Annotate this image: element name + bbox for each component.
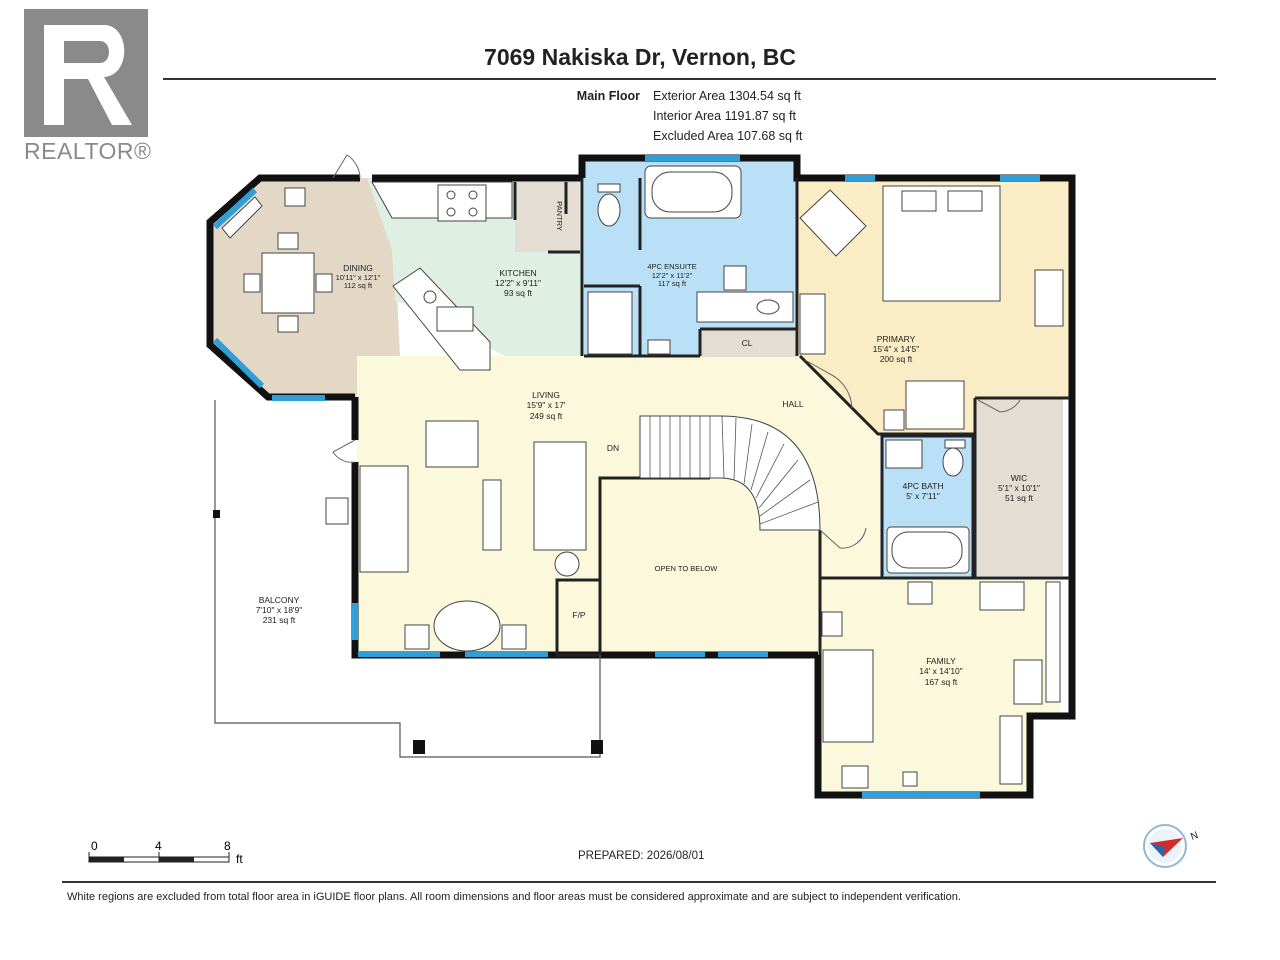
- kitchen-dims: 12'2" x 9'11": [495, 278, 541, 288]
- hall-name: HALL: [782, 399, 804, 409]
- family-dims: 14' x 14'10": [919, 666, 963, 676]
- room-labels: DINING 10'11" x 12'1" 112 sq ft KITCHEN …: [256, 201, 1040, 687]
- dining-area: 112 sq ft: [344, 281, 373, 290]
- compass-icon: N: [1143, 824, 1200, 868]
- scale-tick-8: 8: [224, 839, 231, 853]
- compass-north-label: N: [1189, 830, 1200, 843]
- kitchen-name: KITCHEN: [499, 268, 536, 278]
- kitchen-area: 93 sq ft: [504, 288, 533, 298]
- balcony-area: 231 sq ft: [263, 615, 296, 625]
- header-divider: [163, 78, 1216, 80]
- scale-unit: ft: [236, 852, 243, 866]
- realtor-logo-icon: [24, 9, 148, 137]
- floor-label: Main Floor: [576, 89, 640, 103]
- balcony-dims: 7'10" x 18'9": [256, 605, 303, 615]
- balcony-name: BALCONY: [259, 595, 300, 605]
- room-primary-fill: [797, 178, 1070, 436]
- dining-dims: 10'11" x 12'1": [336, 273, 381, 282]
- ensuite-dims: 12'2" x 11'2": [652, 271, 693, 280]
- exterior-area: Exterior Area 1304.54 sq ft: [653, 89, 802, 103]
- primary-dims: 15'4" x 14'5": [873, 344, 920, 354]
- disclaimer-text: White regions are excluded from total fl…: [67, 891, 961, 903]
- ensuite-name: 4PC ENSUITE: [647, 262, 696, 271]
- open-to-below-name: OPEN TO BELOW: [655, 564, 719, 573]
- pantry-name: PANTRY: [555, 201, 564, 231]
- wic-dims: 5'1" x 10'1": [998, 483, 1040, 493]
- dn-name: DN: [607, 443, 619, 453]
- page-title: 7069 Nakiska Dr, Vernon, BC: [484, 44, 796, 70]
- scale-tick-0: 0: [91, 839, 98, 853]
- primary-area: 200 sq ft: [880, 354, 913, 364]
- room-wic-fill: [975, 398, 1063, 576]
- excluded-area: Excluded Area 107.68 sq ft: [653, 129, 803, 143]
- ensuite-area: 117 sq ft: [658, 279, 687, 288]
- family-area: 167 sq ft: [925, 677, 958, 687]
- scale-bar: 0 4 8 ft: [88, 839, 243, 866]
- room-pantry-fill: [515, 182, 579, 252]
- dining-name: DINING: [343, 263, 373, 273]
- room-cl-fill: [700, 329, 796, 357]
- bath-dims: 5' x 7'11": [906, 491, 940, 501]
- fireplace-fill: [557, 580, 600, 654]
- prepared-date: PREPARED: 2026/08/01: [578, 850, 705, 862]
- primary-name: PRIMARY: [877, 334, 916, 344]
- living-area: 249 sq ft: [530, 411, 563, 421]
- living-dims: 15'9" x 17': [527, 400, 566, 410]
- wic-area: 51 sq ft: [1005, 493, 1034, 503]
- fireplace-name: F/P: [572, 610, 586, 620]
- living-name: LIVING: [532, 390, 560, 400]
- wic-name: WIC: [1011, 473, 1028, 483]
- realtor-logo-text: REALTOR®: [24, 138, 152, 164]
- family-name: FAMILY: [926, 656, 956, 666]
- scale-tick-4: 4: [155, 839, 162, 853]
- interior-area: Interior Area 1191.87 sq ft: [653, 109, 796, 123]
- cl-name: CL: [742, 338, 753, 348]
- bath-name: 4PC BATH: [903, 481, 944, 491]
- footer-divider: [62, 881, 1216, 883]
